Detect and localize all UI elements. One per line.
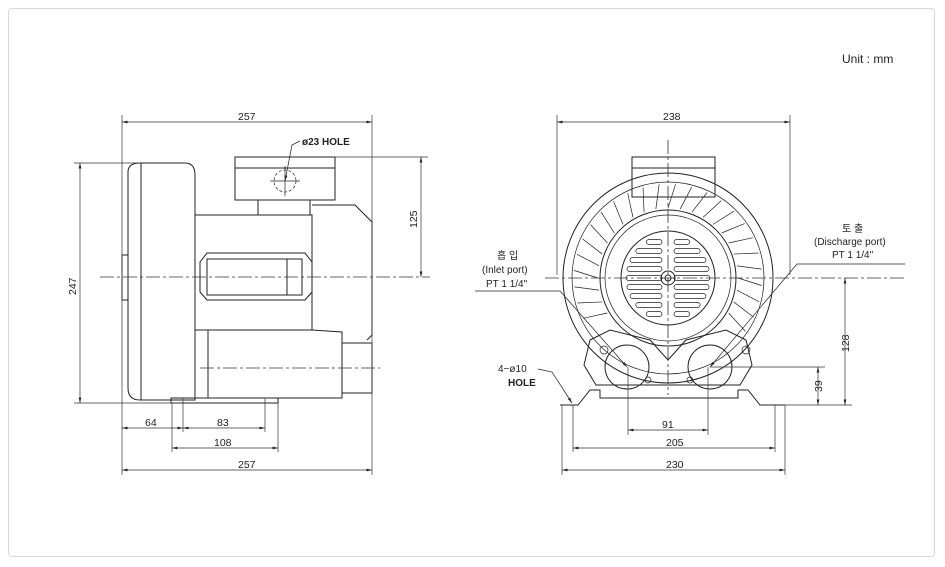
fin [691, 192, 708, 213]
dim-base-length: 108 [214, 437, 232, 449]
fin [577, 301, 603, 304]
dim-center-height: 128 [840, 334, 852, 352]
grille-slot [673, 248, 701, 254]
fin [613, 201, 624, 225]
mount-hole-spec: 4−ø10 [498, 364, 527, 375]
fin [600, 211, 615, 234]
fin [627, 193, 634, 218]
unit-label: Unit : mm [842, 52, 894, 66]
mount-hole-label: HOLE [508, 378, 536, 389]
fin [679, 186, 692, 210]
grille-slot [646, 311, 663, 317]
grille-slot [626, 284, 663, 290]
fin [721, 223, 745, 234]
fin [736, 265, 762, 270]
fin [655, 184, 660, 210]
grille-slot [629, 293, 663, 299]
grille-slot [673, 302, 701, 308]
dim-base-width: 230 [666, 459, 684, 471]
grille-slot [673, 266, 710, 272]
dim-offset: 64 [145, 417, 157, 429]
fin [576, 254, 600, 267]
hole-label: ø23 HOLE [302, 137, 350, 148]
fin [574, 270, 599, 279]
fin [702, 200, 722, 218]
inlet-english: (Inlet port) [482, 265, 528, 276]
discharge-size: PT 1 1/4" [832, 250, 874, 261]
fin [582, 238, 603, 255]
fin [667, 184, 676, 209]
fin [712, 210, 735, 225]
dim-bottom-width: 257 [238, 459, 256, 471]
grille-slot [629, 257, 663, 263]
grille-slot [673, 293, 707, 299]
fin [590, 224, 608, 244]
grille-slot [673, 257, 707, 263]
grille-slot [673, 239, 690, 245]
discharge-korean: 토 출 [842, 223, 863, 235]
fin [737, 277, 762, 286]
grille-slot [673, 284, 710, 290]
grille-slot [646, 239, 663, 245]
fin [728, 237, 753, 244]
dim-terminal-height: 125 [408, 210, 420, 228]
grille-slot [635, 302, 663, 308]
grille-slot [673, 311, 690, 317]
dim-hole-pitch: 83 [217, 417, 229, 429]
dim-port-pitch: 91 [662, 419, 674, 431]
fin [574, 286, 600, 291]
dim-port-height: 39 [813, 380, 825, 392]
fin [733, 301, 754, 318]
dim-height: 247 [67, 277, 79, 295]
inlet-size: PT 1 1/4" [486, 279, 528, 290]
dim-top-width: 257 [238, 111, 256, 123]
sheet-border [8, 8, 935, 557]
grille-slot [635, 248, 663, 254]
dim-hole-pitch: 205 [666, 437, 684, 449]
grille-slot [626, 266, 663, 272]
dim-width: 238 [663, 111, 681, 123]
fin [736, 289, 760, 302]
front-view: 238 91 205 230 128 39 흡 입 (Inlet port) P… [475, 111, 905, 475]
fin [642, 187, 645, 213]
inlet-korean: 흡 입 [497, 249, 518, 262]
discharge-english: (Discharge port) [814, 237, 886, 248]
fin [733, 252, 759, 255]
side-view: ø23 HOLE 257 247 125 64 83 108 257 [67, 111, 430, 475]
fin [583, 312, 608, 319]
cooling-fins [574, 184, 762, 332]
